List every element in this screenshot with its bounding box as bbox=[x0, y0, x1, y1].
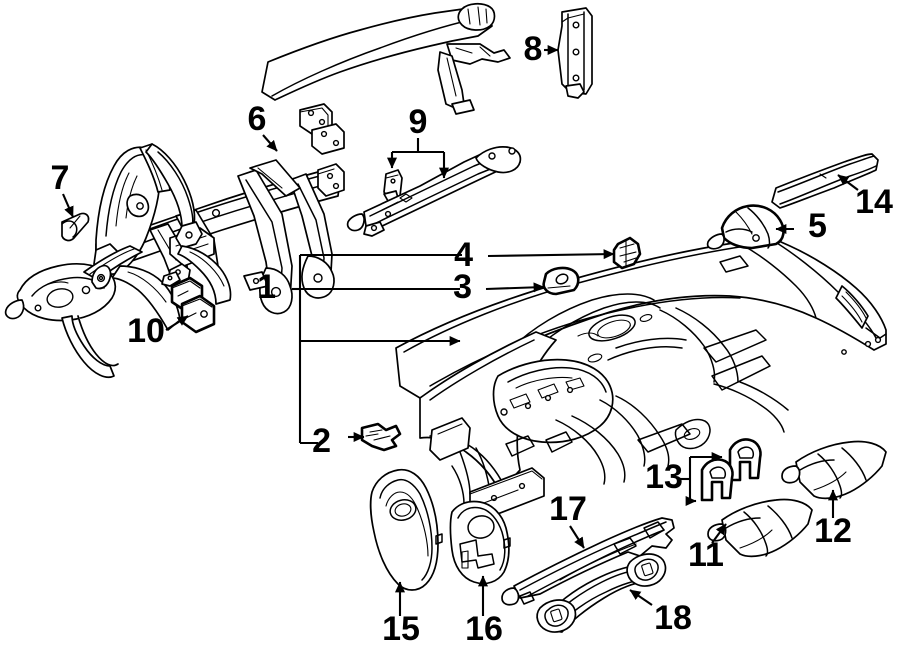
part-vertical-bracket-8 bbox=[557, 7, 593, 99]
part-end-cap-large-15 bbox=[369, 468, 443, 591]
leader-17 bbox=[569, 525, 585, 549]
callout-label-15: 15 bbox=[382, 610, 420, 648]
part-lower-trim-rail-17 bbox=[501, 517, 675, 606]
part-end-cap-small-16 bbox=[449, 500, 511, 585]
part-instrument-panel-1 bbox=[395, 237, 887, 521]
leader-4 bbox=[487, 249, 615, 260]
callout-label-4: 4 bbox=[454, 236, 473, 274]
leader-6 bbox=[262, 134, 278, 152]
callout-label-8: 8 bbox=[524, 30, 543, 68]
part-retainer-clip-2 bbox=[360, 422, 402, 452]
leader-10 bbox=[165, 315, 189, 331]
part-support-brace-18 bbox=[536, 553, 667, 633]
part-air-duct-11 bbox=[707, 498, 813, 558]
part-crossmember-6 bbox=[4, 3, 511, 379]
leader-1 bbox=[292, 253, 462, 445]
callout-label-14: 14 bbox=[855, 183, 893, 221]
callout-label-10: 10 bbox=[127, 312, 165, 350]
leader-18 bbox=[629, 589, 653, 606]
callout-label-13: 13 bbox=[645, 458, 683, 496]
part-a-clips-13 bbox=[700, 438, 762, 502]
leader-3 bbox=[485, 282, 545, 293]
part-air-duct-12 bbox=[781, 440, 887, 500]
callout-label-6: 6 bbox=[248, 100, 267, 138]
part-duct-rail-9 bbox=[346, 146, 522, 237]
part-oval-grommet-clip-3 bbox=[542, 266, 580, 296]
callout-label-3: 3 bbox=[453, 268, 472, 306]
leader-13 bbox=[680, 451, 723, 507]
callout-label-2: 2 bbox=[312, 422, 331, 460]
callout-label-5: 5 bbox=[808, 207, 827, 245]
callout-label-9: 9 bbox=[409, 103, 428, 141]
part-curved-shield-5 bbox=[706, 204, 785, 250]
callout-label-18: 18 bbox=[654, 599, 692, 637]
part-trim-strip-14 bbox=[771, 153, 879, 209]
callout-label-1: 1 bbox=[257, 268, 276, 306]
callout-label-12: 12 bbox=[814, 512, 852, 550]
callout-label-16: 16 bbox=[465, 610, 503, 648]
callout-label-17: 17 bbox=[549, 490, 587, 528]
leader-14 bbox=[837, 174, 859, 191]
leader-7 bbox=[62, 193, 74, 218]
leader-9 bbox=[386, 138, 450, 179]
part-bushing-7 bbox=[61, 212, 90, 242]
callout-label-7: 7 bbox=[51, 159, 70, 197]
leader-11 bbox=[711, 523, 727, 544]
callout-label-11: 11 bbox=[688, 536, 724, 574]
